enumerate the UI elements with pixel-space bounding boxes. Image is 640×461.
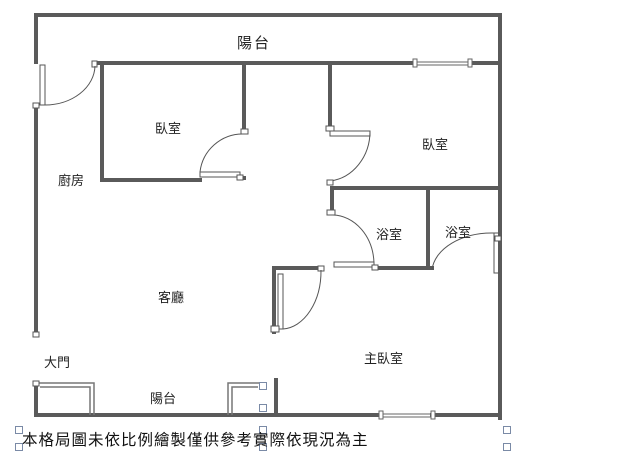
room-label-bath-1: 浴室 bbox=[376, 228, 403, 243]
selection-handle[interactable] bbox=[15, 443, 23, 451]
room-label-living-room: 客廳 bbox=[158, 291, 185, 306]
room-label-bath-2: 浴室 bbox=[445, 226, 472, 241]
kitchen-door bbox=[32, 60, 98, 109]
room-label-kitchen: 廚房 bbox=[58, 174, 85, 189]
room-label-bedroom-2: 臥室 bbox=[422, 138, 449, 153]
room-label-main-door: 大門 bbox=[44, 356, 71, 371]
room-label-balcony-top: 陽台 bbox=[237, 34, 272, 52]
bedroom1-door bbox=[199, 128, 249, 181]
bath2-door bbox=[431, 232, 502, 274]
balcony-railings bbox=[36, 382, 260, 415]
main-door-marker-2 bbox=[32, 380, 40, 387]
disclaimer-text[interactable]: 本格局圖未依比例繪製僅供參考實際依現況為主 bbox=[22, 431, 369, 449]
room-label-bedroom-1: 臥室 bbox=[155, 122, 182, 137]
selection-handle[interactable] bbox=[503, 443, 511, 451]
main-door-marker bbox=[32, 331, 40, 338]
master-door bbox=[270, 265, 325, 333]
selection-handle[interactable] bbox=[259, 443, 267, 451]
selection-handle[interactable] bbox=[259, 426, 267, 434]
doors bbox=[32, 60, 502, 387]
selection-handle[interactable] bbox=[503, 426, 511, 434]
windows bbox=[378, 58, 473, 420]
outer-wall-top bbox=[34, 13, 502, 65]
room-label-balcony-bottom: 陽台 bbox=[150, 392, 177, 407]
bath1-door bbox=[326, 209, 379, 271]
rotate-handle[interactable] bbox=[259, 382, 267, 390]
selection-handle[interactable] bbox=[259, 404, 267, 412]
bedroom1-left-wall bbox=[100, 61, 202, 182]
selection-handle[interactable] bbox=[15, 426, 23, 434]
walls bbox=[34, 13, 502, 420]
room-label-master-bedroom: 主臥室 bbox=[364, 352, 404, 367]
bedroom2-door bbox=[325, 125, 371, 186]
